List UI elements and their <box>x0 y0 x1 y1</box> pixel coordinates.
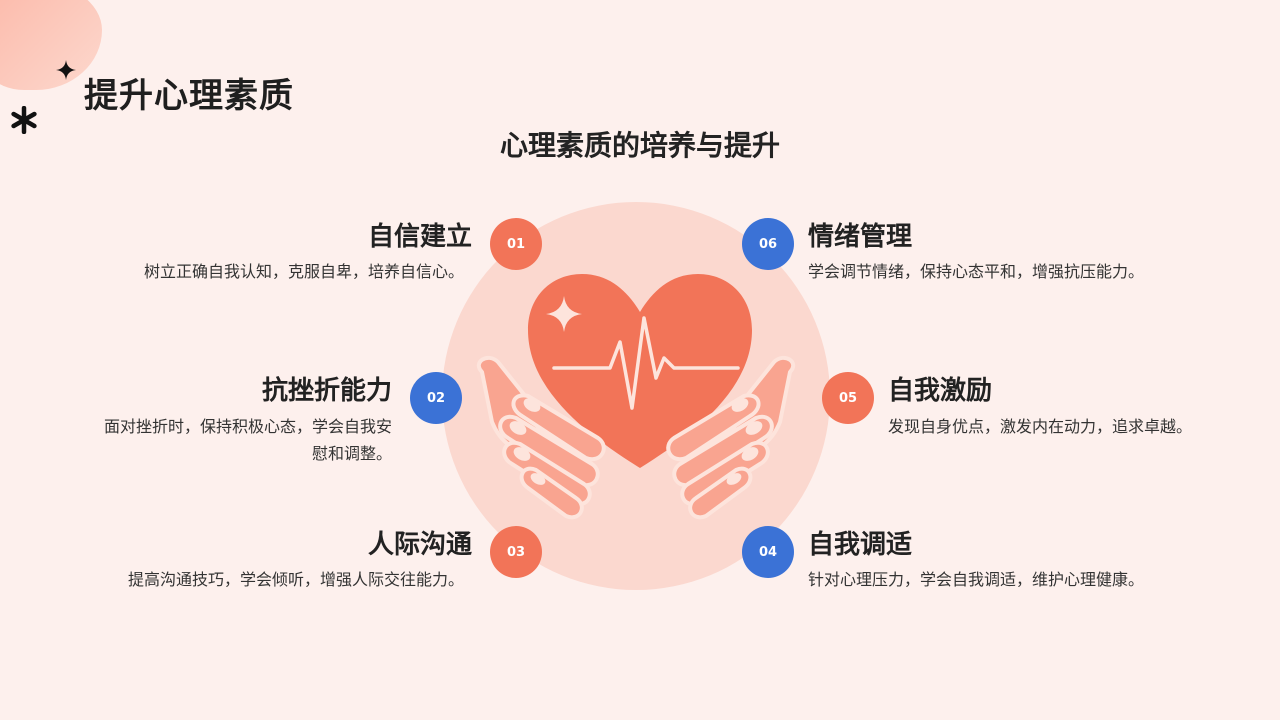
item-desc-self-motivation: 发现自身优点，激发内在动力，追求卓越。 <box>888 417 1193 436</box>
item-desc-self-confidence: 树立正确自我认知，克服自卑，培养自信心。 <box>143 262 464 281</box>
badge-05: 05 <box>822 372 874 424</box>
item-title-emotion-management: 情绪管理 <box>808 222 913 252</box>
asterisk-icon <box>11 106 37 134</box>
item-title-self-adjustment: 自我调适 <box>808 530 913 560</box>
item-title-self-motivation: 自我激励 <box>888 376 993 406</box>
item-desc-resilience: 面对挫折时，保持积极心态，学会自我安慰和调整。 <box>103 417 392 463</box>
badge-03: 03 <box>490 526 542 578</box>
item-title-resilience: 抗挫折能力 <box>261 376 392 406</box>
item-desc-communication: 提高沟通技巧，学会倾听，增强人际交往能力。 <box>127 570 464 589</box>
badge-04: 04 <box>742 526 794 578</box>
badge-02: 02 <box>410 372 462 424</box>
item-title-communication: 人际沟通 <box>367 530 472 560</box>
page-subtitle: 心理素质的培养与提升 <box>499 129 780 162</box>
four-point-star-icon <box>56 60 76 80</box>
page-title: 提升心理素质 <box>84 76 294 116</box>
item-desc-emotion-management: 学会调节情绪，保持心态平和，增强抗压能力。 <box>808 262 1145 281</box>
badge-06: 06 <box>742 218 794 270</box>
item-title-self-confidence: 自信建立 <box>367 222 472 252</box>
item-desc-self-adjustment: 针对心理压力，学会自我调适，维护心理健康。 <box>808 570 1145 589</box>
heart-in-hands-icon <box>476 274 796 520</box>
badge-01: 01 <box>490 218 542 270</box>
